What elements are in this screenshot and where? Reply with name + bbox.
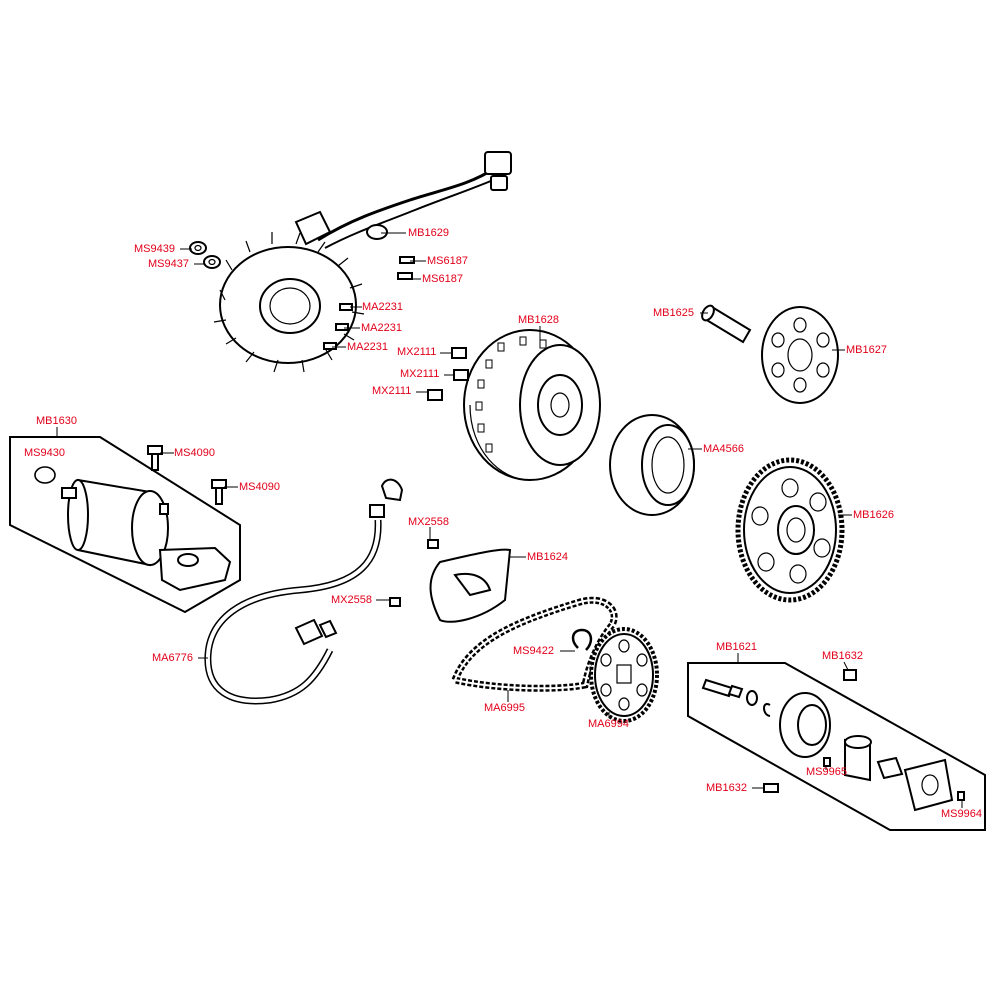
bolts-ms4090 xyxy=(147,445,227,505)
bolts-mx2111 xyxy=(427,347,469,401)
label-mx2111-c[interactable]: MX2111 xyxy=(372,385,412,397)
label-mx2111-a[interactable]: MX2111 xyxy=(397,346,437,358)
label-mb1630[interactable]: MB1630 xyxy=(36,415,77,427)
label-mb1621[interactable]: MB1621 xyxy=(716,641,757,653)
timing-chain xyxy=(450,596,618,692)
label-ms6187-a[interactable]: MS6187 xyxy=(427,255,468,267)
sprocket xyxy=(589,627,659,723)
nut-ms9439 xyxy=(189,241,207,255)
bolts-mb1632 xyxy=(763,669,857,793)
label-ms9437[interactable]: MS9437 xyxy=(148,258,189,270)
label-ms9439[interactable]: MS9439 xyxy=(134,243,175,255)
label-ma2231-c[interactable]: MA2231 xyxy=(347,341,388,353)
label-mb1629[interactable]: MB1629 xyxy=(408,227,449,239)
label-ma2231-a[interactable]: MA2231 xyxy=(362,301,403,313)
label-ma6995[interactable]: MA6995 xyxy=(484,702,525,714)
label-ms9430[interactable]: MS9430 xyxy=(24,447,65,459)
label-mx2558-b[interactable]: MX2558 xyxy=(331,594,372,606)
label-mb1624[interactable]: MB1624 xyxy=(527,551,568,563)
label-mb1626[interactable]: MB1626 xyxy=(853,509,894,521)
label-mb1632-b[interactable]: MB1632 xyxy=(706,782,747,794)
label-mb1628[interactable]: MB1628 xyxy=(518,314,559,326)
screws-mx2558 xyxy=(389,539,439,607)
screws-ms6187 xyxy=(397,256,415,280)
washer-ms9437 xyxy=(203,255,221,269)
label-ms9964[interactable]: MS9964 xyxy=(941,808,982,820)
starter-motor-box xyxy=(9,436,241,614)
gear-plate xyxy=(761,306,839,404)
stator-coil xyxy=(213,151,512,373)
o-ring-ms9430 xyxy=(34,466,56,484)
label-mx2558-a[interactable]: MX2558 xyxy=(408,516,449,528)
label-ms4090-b[interactable]: MS4090 xyxy=(239,481,280,493)
leader-lines xyxy=(56,232,963,808)
starter-motor xyxy=(61,478,232,592)
circlip-ms9422 xyxy=(571,628,593,651)
label-ma4566[interactable]: MA4566 xyxy=(703,443,744,455)
oil-pump-box xyxy=(687,662,986,831)
shaft-pin xyxy=(701,304,752,344)
label-ma6994[interactable]: MA6994 xyxy=(588,718,629,730)
label-ms6187-b[interactable]: MS6187 xyxy=(422,273,463,285)
label-ms9422[interactable]: MS9422 xyxy=(513,645,554,657)
chain-guide-cover xyxy=(429,548,512,623)
starter-gear xyxy=(735,457,845,603)
label-mb1632-a[interactable]: MB1632 xyxy=(822,650,863,662)
label-mb1625[interactable]: MB1625 xyxy=(653,307,694,319)
label-mb1627[interactable]: MB1627 xyxy=(846,344,887,356)
label-ma6776[interactable]: MA6776 xyxy=(152,652,193,664)
label-ms4090-a[interactable]: MS4090 xyxy=(174,447,215,459)
starter-cable xyxy=(204,478,404,705)
flywheel-rotor xyxy=(463,329,601,481)
one-way-clutch xyxy=(609,414,695,516)
label-mx2111-b[interactable]: MX2111 xyxy=(400,368,440,380)
label-ms9965[interactable]: MS9965 xyxy=(806,766,847,778)
oil-pump xyxy=(701,678,965,812)
label-ma2231-b[interactable]: MA2231 xyxy=(361,322,402,334)
